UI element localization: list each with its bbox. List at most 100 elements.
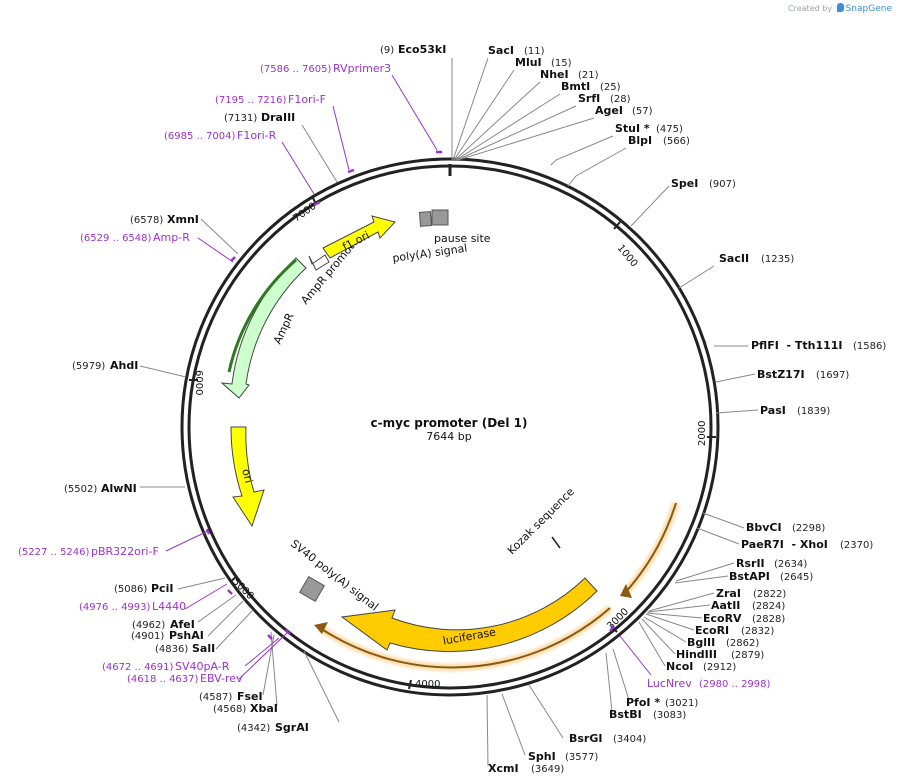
plasmid-size: 7644 bp [426,430,471,443]
svg-text:F1ori-R: F1ori-R [237,129,277,142]
site-pshai[interactable]: (4901) PshAI [131,629,204,642]
site-xcmi[interactable]: XcmI(3649) [488,762,564,775]
region-arrowhead [314,622,328,634]
site-bstz17i[interactable]: BstZ17I(1697) [757,368,849,381]
site-ecorv[interactable]: EcoRV(2828) [703,612,785,625]
site-pasi[interactable]: PasI(1839) [760,404,830,417]
svg-text:(4976 .. 4993): (4976 .. 4993) [79,602,151,613]
site-aatii[interactable]: AatII(2824) [711,599,785,612]
svg-text:(2370): (2370) [840,540,873,551]
site-mlui[interactable]: MluI(15) [515,56,572,69]
site-blpi[interactable]: BlpI(566) [628,134,690,147]
sv40-polya-label: SV40 poly(A) signal [288,537,381,613]
svg-text:RsrII: RsrII [736,557,765,570]
site-pcii[interactable]: (5086)PciI [114,582,173,595]
svg-text:SV40pA-R: SV40pA-R [175,660,230,673]
site-alwni[interactable]: (5502)AlwNI [64,482,137,495]
primer-rvprimer3[interactable]: (7586 .. 7605)RVprimer3 [260,62,391,75]
svg-text:(28): (28) [610,94,631,105]
site-afei[interactable]: (4962)AfeI [132,618,195,631]
tick-label: 6000 [193,370,204,395]
svg-text:NheI: NheI [540,68,569,81]
svg-text:(9): (9) [380,45,394,56]
site-agei[interactable]: AgeI(57) [595,104,653,117]
svg-text:(5086): (5086) [114,584,147,595]
site-bstbi[interactable]: BstBI(3083) [609,708,686,721]
site-ncoi[interactable]: NcoI(2912) [666,660,736,673]
svg-text:BsrGI: BsrGI [569,732,602,745]
pause-site-feature [431,209,449,226]
site-paer7i-xhoi[interactable]: PaeR7I - XhoI (2370) [741,538,873,551]
svg-text:(566): (566) [663,136,690,147]
site-sphi[interactable]: SphI(3577) [528,750,598,763]
site-bstapi[interactable]: BstAPI(2645) [729,570,813,583]
svg-text:AhdI: AhdI [110,359,138,372]
kozak-marker [551,536,561,549]
svg-text:F1ori-F: F1ori-F [288,93,326,106]
primer-f1ori-f[interactable]: (7195 .. 7216)F1ori-F [215,93,326,106]
site-ahdi[interactable]: (5979)AhdI [72,359,138,372]
site-sali[interactable]: (4836) SalI [155,642,215,655]
svg-text:RVprimer3: RVprimer3 [333,62,391,75]
svg-text:StuI *: StuI * [615,122,650,135]
svg-text:(2298): (2298) [792,523,825,534]
site-zrai[interactable]: ZraI(2822) [716,587,786,600]
svg-text:LucNrev: LucNrev [647,677,692,690]
site-bmti[interactable]: BmtI(25) [561,80,621,93]
primer-f1ori-r[interactable]: (6985 .. 7004)F1ori-R [164,129,277,142]
primer-leaders [165,74,652,680]
site-spei[interactable]: SpeI(907) [671,177,736,190]
site-stui[interactable]: StuI *(475) [615,122,683,135]
svg-text:PshAI: PshAI [169,629,204,642]
svg-text:AgeI: AgeI [595,104,623,117]
svg-text:(1697): (1697) [816,370,849,381]
site-bsrgi[interactable]: BsrGI(3404) [569,732,646,745]
svg-text:(25): (25) [600,82,621,93]
svg-text:(4836): (4836) [155,644,188,655]
svg-text:(2912): (2912) [703,662,736,673]
site-draiii[interactable]: (7131)DraIII [224,111,295,124]
svg-text:ZraI: ZraI [716,587,741,600]
site-srfi[interactable]: SrfI(28) [578,92,631,105]
site-fsei[interactable]: (4587)FseI [199,690,263,703]
svg-text:(1839): (1839) [797,406,830,417]
svg-text:(4672 .. 4691): (4672 .. 4691) [102,662,174,673]
site-saci[interactable]: SacI(11) [488,44,545,57]
svg-text:(4901): (4901) [131,631,164,642]
primer-amp-r[interactable]: (6529 .. 6548)Amp-R [80,231,190,244]
tick-2000: 2000 [697,421,716,446]
svg-text:(7195 .. 7216): (7195 .. 7216) [215,95,287,106]
svg-text:SalI: SalI [192,642,215,655]
site-nhei[interactable]: NheI(21) [540,68,599,81]
svg-text:MluI: MluI [515,56,542,69]
svg-text:HindIII: HindIII [676,648,717,661]
site-eco53ki[interactable]: (9)Eco53kI [380,43,446,56]
site-bbvci[interactable]: BbvCI(2298) [746,521,825,534]
svg-text:PfoI *: PfoI * [626,696,660,709]
site-rsrii[interactable]: RsrII(2634) [736,557,807,570]
site-sacii[interactable]: SacII(1235) [719,252,794,265]
primer-lucnrev[interactable]: LucNrev(2980 .. 2998) [647,677,771,690]
svg-text:(2832): (2832) [741,626,774,637]
site-ecori[interactable]: EcoRI(2832) [695,624,774,637]
site-hindiii[interactable]: HindIII(2879) [676,648,764,661]
site-xbai[interactable]: (4568)XbaI [213,702,278,715]
tick-label: 2000 [697,421,708,446]
site-sgrai[interactable]: (4342)SgrAI [237,721,309,734]
primer-pbr322ori-f[interactable]: (5227 .. 5246)pBR322ori-F [18,545,159,558]
svg-text:DraIII: DraIII [261,111,295,124]
svg-text:FseI: FseI [237,690,263,703]
svg-text:(6529 .. 6548): (6529 .. 6548) [80,233,152,244]
primer-sv40pa-r[interactable]: (4672 .. 4691)SV40pA-R [102,660,230,673]
svg-text:pBR322ori-F: pBR322ori-F [91,545,159,558]
svg-text:PaeR7I - XhoI: PaeR7I - XhoI [741,538,828,551]
sv40-polya-feature [299,576,325,602]
site-xmni[interactable]: (6578)XmnI [130,213,199,226]
snapgene-logo-icon [836,3,844,12]
site-pfoi[interactable]: PfoI *(3021) [626,696,698,709]
site-pflfi-tth111i[interactable]: PflFI - Tth111I(1586) [751,339,886,352]
primer-l4440[interactable]: (4976 .. 4993)L4440 [79,600,186,613]
site-bglii[interactable]: BglII(2862) [687,636,759,649]
svg-text:(1586): (1586) [853,341,886,352]
primer-ebv-rev[interactable]: (4618 .. 4637)EBV-rev [127,672,243,685]
